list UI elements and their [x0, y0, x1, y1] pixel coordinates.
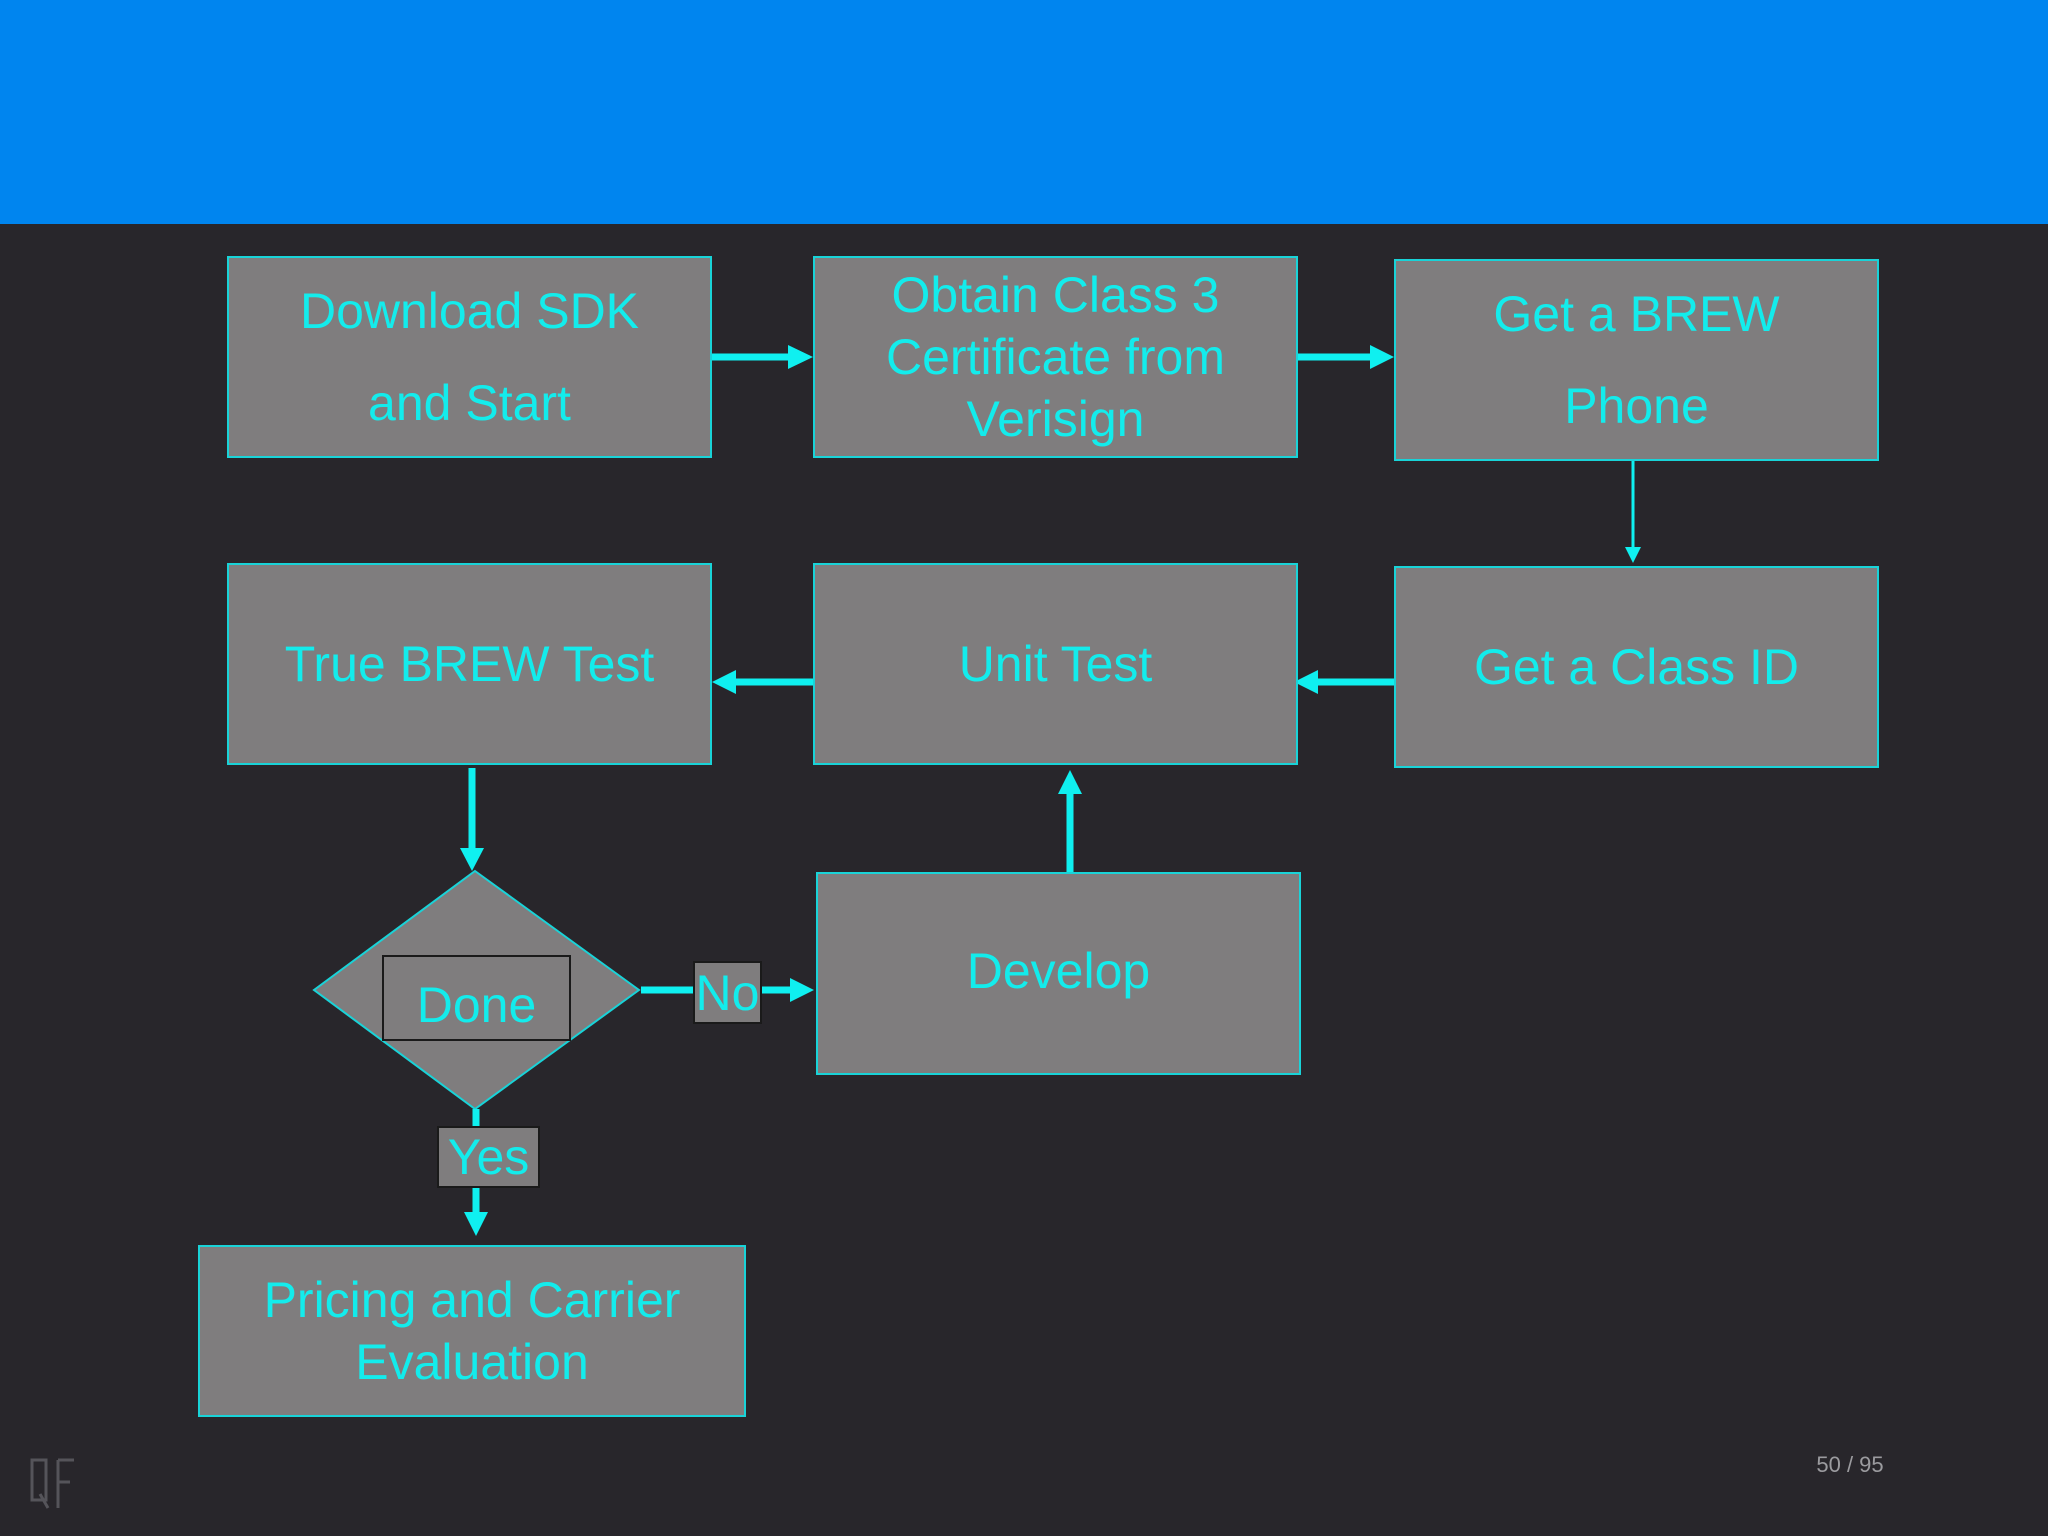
page-counter: 50 / 95: [1816, 1452, 1884, 1477]
node-pricing-evaluation: Pricing and Carrier Evaluation: [198, 1245, 746, 1417]
node-get-brew-phone-line2: Phone: [1564, 378, 1709, 434]
edge-label-yes-text: Yes: [447, 1129, 530, 1185]
edge-label-no: No: [693, 961, 762, 1024]
node-download-sdk: Download SDK and Start: [227, 256, 712, 458]
node-get-brew-phone-line1: Get a BREW: [1493, 286, 1780, 342]
edge-develop-to-unit-test-arrowhead: [1058, 770, 1082, 794]
node-pricing-evaluation-line2: Evaluation: [355, 1334, 589, 1390]
node-develop: Develop: [816, 872, 1301, 1075]
edge-class-id-to-unit-test-arrowhead: [1294, 670, 1318, 694]
node-download-sdk-line2: and Start: [368, 375, 571, 431]
edge-label-no-text: No: [695, 964, 760, 1021]
node-pricing-evaluation-line1: Pricing and Carrier: [263, 1272, 681, 1328]
edge-true-brew-to-done-arrowhead: [460, 848, 484, 871]
qf-logo-icon: [30, 1458, 74, 1509]
edge-certificate-to-phone-arrowhead: [1370, 345, 1394, 369]
edge-phone-to-class-id-arrowhead: [1625, 547, 1641, 563]
node-download-sdk-line1: Download SDK: [299, 283, 640, 339]
done-decision-text: Done: [416, 977, 537, 1033]
node-get-class-id-label: Get a Class ID: [1473, 639, 1800, 695]
node-obtain-certificate-line2: Certificate from: [886, 329, 1225, 385]
node-unit-test-label: Unit Test: [958, 636, 1153, 692]
node-true-brew-test: True BREW Test: [227, 563, 712, 765]
done-decision-label: Done: [382, 955, 571, 1041]
node-obtain-certificate-line1: Obtain Class 3: [891, 267, 1220, 323]
node-get-brew-phone: Get a BREW Phone: [1394, 259, 1879, 461]
node-obtain-certificate: Obtain Class 3 Certificate from Verisign: [813, 256, 1298, 458]
node-develop-label: Develop: [966, 942, 1151, 999]
edge-done-to-pricing-arrowhead: [464, 1212, 488, 1236]
node-obtain-certificate-line3: Verisign: [966, 391, 1145, 447]
node-true-brew-test-label: True BREW Test: [284, 636, 655, 692]
node-unit-test: Unit Test: [813, 563, 1298, 765]
edge-unit-test-to-true-brew-arrowhead: [712, 670, 736, 694]
slide-title-bar: [0, 0, 2048, 224]
edge-done-to-develop-arrowhead: [790, 978, 814, 1002]
edge-label-yes: Yes: [437, 1126, 540, 1188]
node-get-class-id: Get a Class ID: [1394, 566, 1879, 768]
edge-download-to-certificate-arrowhead: [788, 345, 813, 369]
